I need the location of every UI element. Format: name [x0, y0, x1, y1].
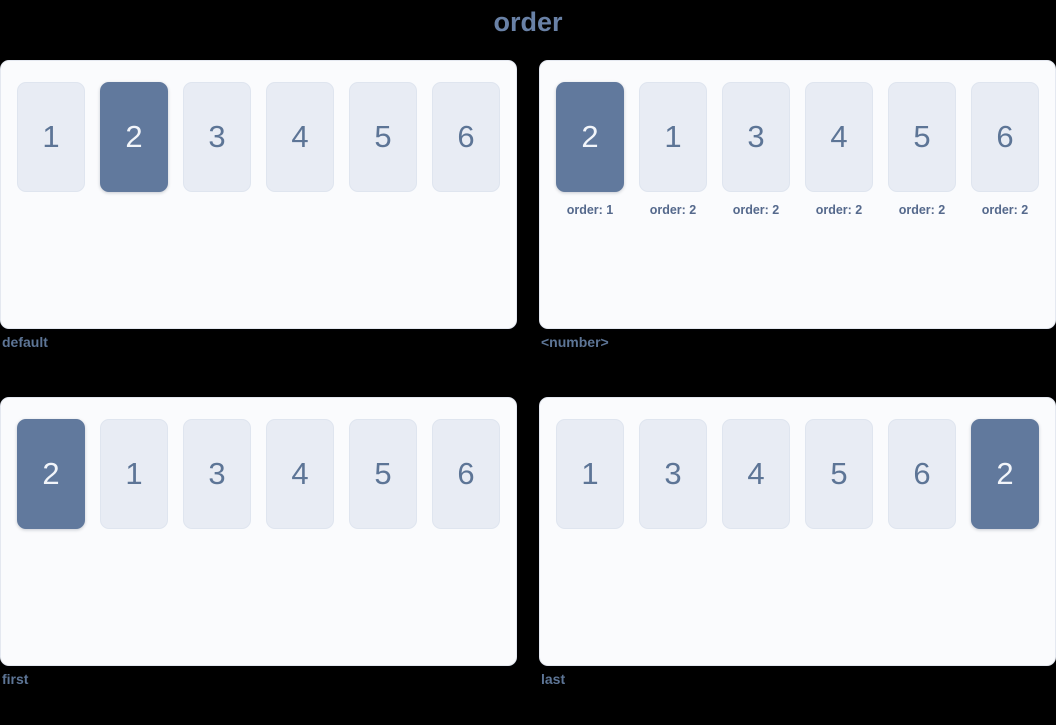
- card[interactable]: 4: [266, 82, 334, 192]
- card[interactable]: 1: [556, 419, 624, 529]
- card-cell: 6: [432, 82, 500, 192]
- card[interactable]: 4: [805, 82, 873, 192]
- card-cell: 2: [17, 419, 85, 529]
- card-cell: 5: [349, 419, 417, 529]
- card[interactable]: 5: [888, 82, 956, 192]
- card-row: 2 order: 1 1 order: 2 3 order: 2 4 order: 2 5 ord…: [556, 82, 1055, 218]
- card[interactable]: 1: [17, 82, 85, 192]
- demo-number: 2 order: 1 1 order: 2 3 order: 2 4 order: 2 5 ord…: [539, 60, 1056, 350]
- card-cell: 3: [183, 82, 251, 192]
- card-cell: 3 order: 2: [722, 82, 790, 218]
- order-label: order: 1: [566, 203, 614, 217]
- card-cell: 2: [100, 82, 168, 192]
- card-highlighted[interactable]: 2: [556, 82, 624, 192]
- card[interactable]: 4: [266, 419, 334, 529]
- card-cell: 5: [349, 82, 417, 192]
- card-cell: 1: [17, 82, 85, 192]
- card[interactable]: 6: [888, 419, 956, 529]
- card[interactable]: 3: [183, 82, 251, 192]
- card[interactable]: 5: [349, 419, 417, 529]
- card[interactable]: 5: [805, 419, 873, 529]
- card-cell: 4: [722, 419, 790, 529]
- card-cell: 2 order: 1: [556, 82, 624, 218]
- card-cell: 5: [805, 419, 873, 529]
- card[interactable]: 6: [432, 419, 500, 529]
- panel-caption: <number>: [541, 334, 609, 350]
- order-label: order: 2: [815, 203, 863, 217]
- card-cell: 2: [971, 419, 1039, 529]
- card-cell: 5 order: 2: [888, 82, 956, 218]
- card-cell: 1: [556, 419, 624, 529]
- order-label: order: 2: [981, 203, 1029, 217]
- card-cell: 3: [639, 419, 707, 529]
- card[interactable]: 6: [432, 82, 500, 192]
- card-cell: 3: [183, 419, 251, 529]
- card-cell: 1 order: 2: [639, 82, 707, 218]
- card[interactable]: 5: [349, 82, 417, 192]
- panel-caption: first: [2, 671, 29, 687]
- card-cell: 6: [432, 419, 500, 529]
- card[interactable]: 6: [971, 82, 1039, 192]
- card-cell: 1: [100, 419, 168, 529]
- card[interactable]: 4: [722, 419, 790, 529]
- card-highlighted[interactable]: 2: [100, 82, 168, 192]
- card-highlighted[interactable]: 2: [971, 419, 1039, 529]
- card[interactable]: 3: [183, 419, 251, 529]
- panel: 2 order: 1 1 order: 2 3 order: 2 4 order: 2 5 ord…: [539, 60, 1056, 329]
- panel-caption: default: [2, 334, 48, 350]
- card-cell: 4: [266, 82, 334, 192]
- card[interactable]: 1: [639, 82, 707, 192]
- card-highlighted[interactable]: 2: [17, 419, 85, 529]
- panel-caption: last: [541, 671, 566, 687]
- card[interactable]: 1: [100, 419, 168, 529]
- order-label: order: 2: [649, 203, 697, 217]
- card-cell: 6: [888, 419, 956, 529]
- card[interactable]: 3: [722, 82, 790, 192]
- card-cell: 4: [266, 419, 334, 529]
- card-cell: 4 order: 2: [805, 82, 873, 218]
- order-label: order: 2: [898, 203, 946, 217]
- order-label: order: 2: [732, 203, 780, 217]
- page-title: order: [493, 7, 563, 37]
- card-cell: 6 order: 2: [971, 82, 1039, 218]
- card[interactable]: 3: [639, 419, 707, 529]
